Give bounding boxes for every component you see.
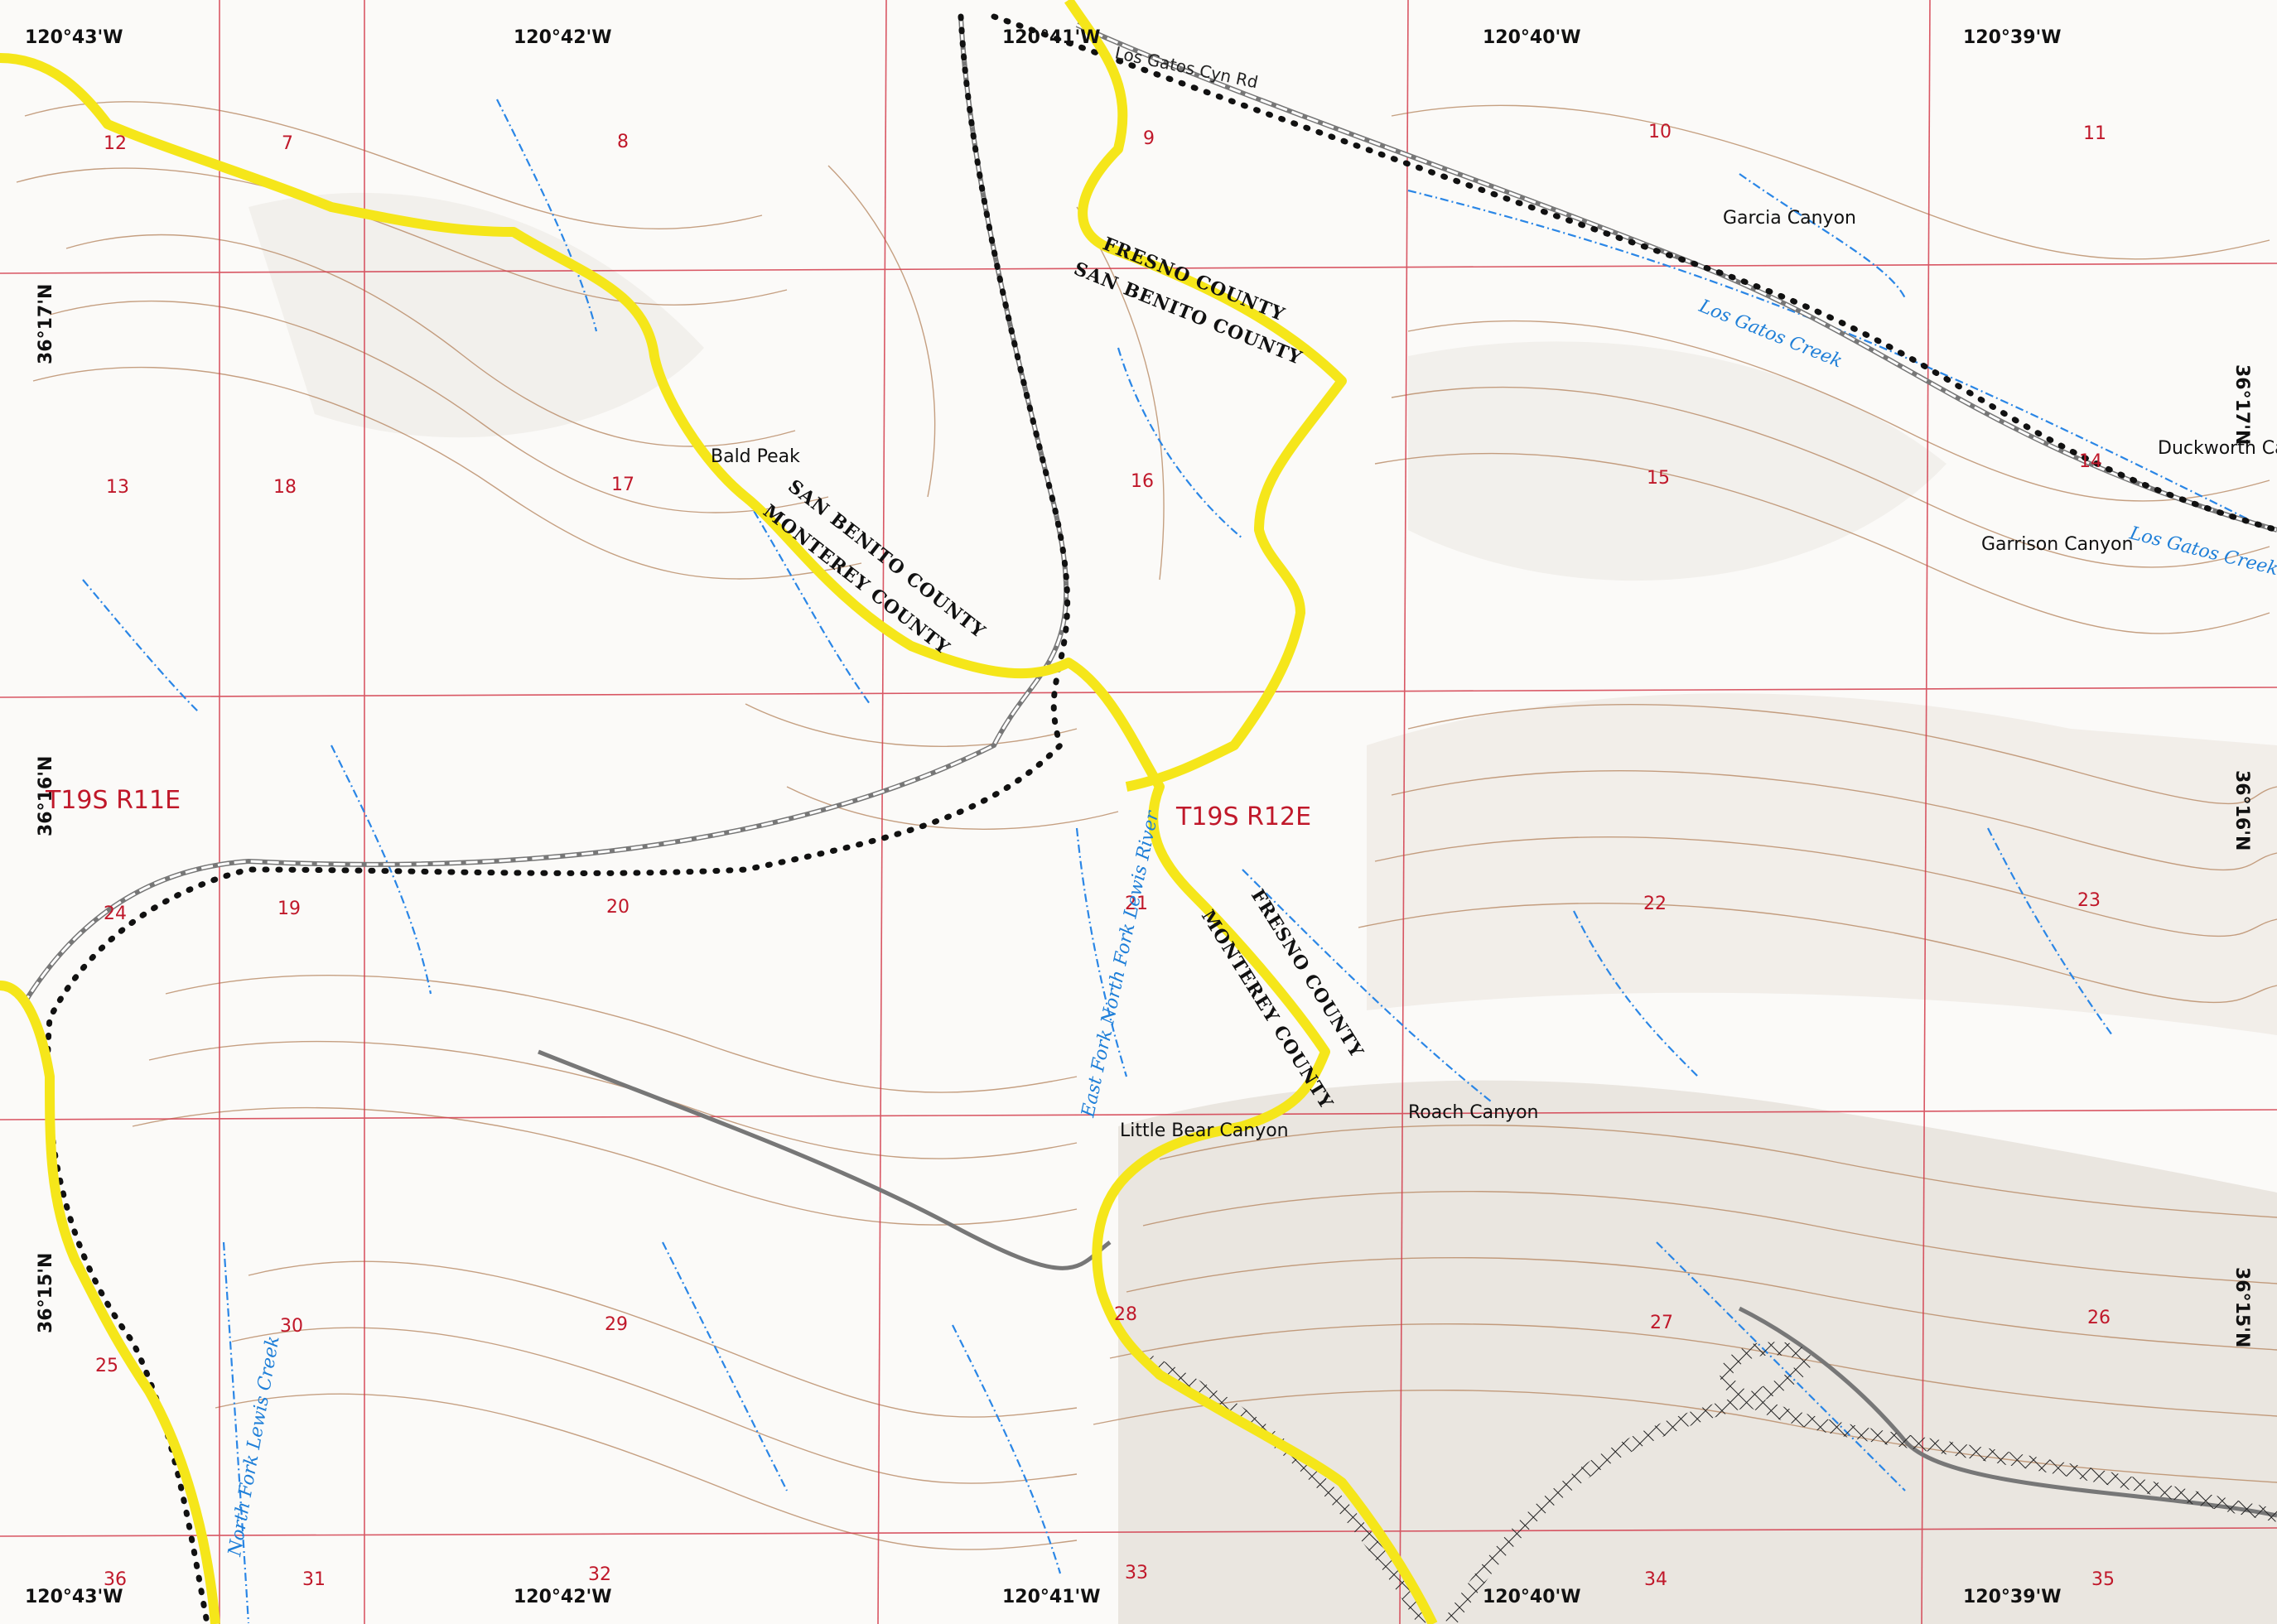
coord-top-2: 120°42'W	[514, 27, 612, 48]
label-bald-peak: Bald Peak	[711, 446, 800, 467]
coord-bottom-1: 120°43'W	[25, 1587, 123, 1607]
county-lines	[0, 0, 1438, 1624]
section-27: 27	[1650, 1313, 1673, 1333]
coord-bottom-4: 120°40'W	[1483, 1587, 1581, 1607]
township-r11e: T19S R11E	[45, 786, 181, 815]
section-31: 31	[302, 1569, 326, 1590]
label-garrison-canyon: Garrison Canyon	[1981, 534, 2133, 555]
section-17: 17	[611, 475, 634, 495]
section-21: 21	[1125, 894, 1148, 914]
coord-bottom-2: 120°42'W	[514, 1587, 612, 1607]
section-29: 29	[605, 1314, 628, 1335]
section-14: 14	[2079, 451, 2102, 472]
section-10: 10	[1648, 122, 1672, 142]
coord-bottom-3: 120°41'W	[1002, 1587, 1101, 1607]
coord-bottom-5: 120°39'W	[1963, 1587, 2062, 1607]
trail	[45, 13, 2277, 1624]
section-30: 30	[280, 1316, 303, 1337]
section-16: 16	[1131, 471, 1154, 492]
section-26: 26	[2087, 1308, 2111, 1328]
coord-right-3: 36°15'N	[2231, 1267, 2252, 1347]
section-36: 36	[104, 1569, 127, 1590]
section-28: 28	[1114, 1304, 1137, 1325]
coord-top-4: 120°40'W	[1483, 27, 1581, 48]
section-23: 23	[2077, 890, 2101, 911]
section-22: 22	[1643, 894, 1667, 914]
section-numbers: 12 7 8 9 10 11 13 18 17 16 15 14 24 19 2…	[95, 122, 2115, 1590]
section-34: 34	[1644, 1569, 1667, 1590]
coord-right-2: 36°16'N	[2231, 770, 2252, 851]
section-11: 11	[2083, 123, 2106, 144]
coord-right-1: 36°17'N	[2231, 364, 2252, 445]
coord-left-1: 36°17'N	[36, 284, 56, 364]
coord-top-3: 120°41'W	[1002, 27, 1101, 48]
coord-top-5: 120°39'W	[1963, 27, 2062, 48]
section-9: 9	[1143, 128, 1155, 149]
coord-left-3: 36°15'N	[36, 1253, 56, 1333]
township-labels: T19S R11E T19S R12E	[45, 786, 1311, 831]
section-12: 12	[104, 133, 127, 154]
section-32: 32	[588, 1564, 611, 1585]
label-duckworth-canyon: Duckworth Canyon	[2158, 438, 2277, 459]
section-33: 33	[1125, 1563, 1148, 1583]
section-24: 24	[104, 904, 127, 924]
coord-top-1: 120°43'W	[25, 27, 123, 48]
section-7: 7	[282, 133, 293, 154]
label-garcia-canyon: Garcia Canyon	[1723, 208, 1856, 229]
section-20: 20	[606, 897, 630, 918]
section-25: 25	[95, 1356, 118, 1376]
label-little-bear-canyon: Little Bear Canyon	[1120, 1120, 1289, 1141]
section-8: 8	[617, 132, 629, 152]
section-18: 18	[273, 477, 297, 498]
terrain-shading	[248, 192, 2277, 1624]
township-r12e: T19S R12E	[1175, 802, 1311, 831]
section-13: 13	[106, 477, 129, 498]
section-19: 19	[277, 899, 301, 919]
coord-left-2: 36°16'N	[36, 756, 56, 836]
section-15: 15	[1647, 468, 1670, 489]
label-roach-canyon: Roach Canyon	[1408, 1102, 1538, 1123]
coordinate-labels: 120°43'W 120°42'W 120°41'W 120°40'W 120°…	[25, 27, 2252, 1607]
section-35: 35	[2091, 1569, 2115, 1590]
